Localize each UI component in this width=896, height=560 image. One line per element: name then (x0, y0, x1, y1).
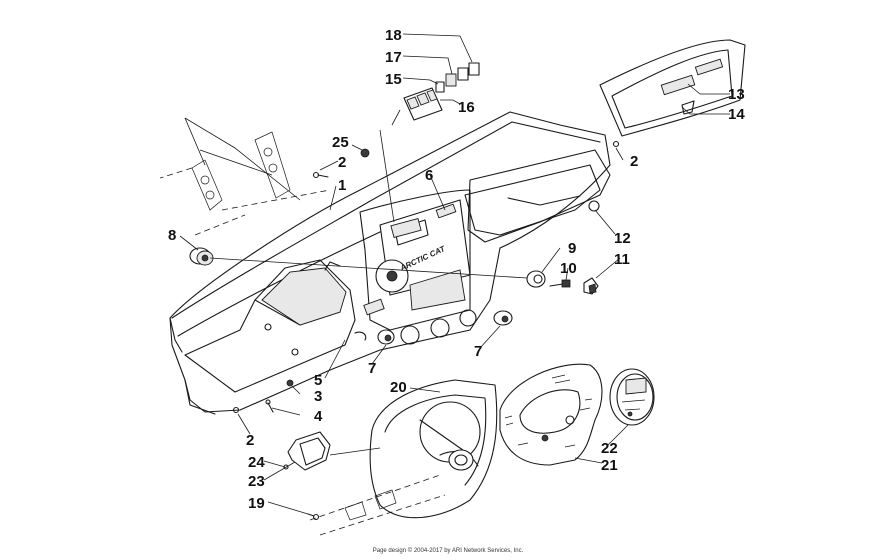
callout-3: 3 (314, 388, 322, 405)
callout-16: 16 (458, 99, 475, 116)
frame-sketch-lower (309, 474, 446, 536)
frame-sketch-upper (159, 117, 331, 236)
fasteners (232, 140, 620, 521)
part-21-face-plate (499, 363, 603, 466)
part-13-top-cover (599, 39, 746, 137)
callout-2: 2 (338, 154, 346, 171)
callout-22: 22 (601, 440, 618, 457)
part-20-gauge-housing (369, 379, 498, 519)
callout-4: 4 (314, 408, 323, 425)
callout-7: 7 (368, 360, 376, 377)
callout-7: 7 (474, 343, 482, 360)
copyright-footer: Page design © 2004-2017 by ARI Network S… (372, 548, 524, 554)
callout-20: 20 (390, 379, 407, 396)
part-23-bracket (287, 431, 331, 471)
callout-2: 2 (246, 432, 254, 449)
leader-lines (179, 33, 730, 515)
callout-1: 1 (338, 177, 346, 194)
callout-5: 5 (314, 372, 322, 389)
callout-13: 13 (728, 86, 745, 103)
callout-2: 2 (630, 153, 638, 170)
callout-10: 10 (560, 260, 577, 277)
callout-9: 9 (568, 240, 576, 257)
callout-17: 17 (385, 49, 402, 66)
callout-18: 18 (385, 27, 402, 44)
callout-24: 24 (248, 454, 265, 471)
callout-21: 21 (601, 457, 618, 474)
callout-11: 11 (614, 251, 630, 268)
part-11-cap (583, 277, 599, 295)
callout-labels: 18 17 15 16 13 14 25 2 1 6 2 12 8 9 10 1… (168, 27, 745, 512)
part-22-gauge-cluster (609, 368, 655, 426)
part-9-ring (526, 270, 546, 288)
callout-15: 15 (385, 71, 402, 88)
callout-12: 12 (614, 230, 631, 247)
callout-25: 25 (332, 134, 349, 151)
callout-19: 19 (248, 495, 265, 512)
part-10-key (549, 279, 571, 288)
callout-23: 23 (248, 473, 265, 490)
part-7-knobs (377, 310, 513, 345)
callout-8: 8 (168, 227, 176, 244)
dash-panel: ARCTIC CAT (169, 111, 611, 415)
callout-14: 14 (728, 106, 745, 123)
part-8-knob (189, 247, 214, 266)
part-15-switch-panel (403, 62, 480, 121)
callout-6: 6 (425, 167, 433, 184)
